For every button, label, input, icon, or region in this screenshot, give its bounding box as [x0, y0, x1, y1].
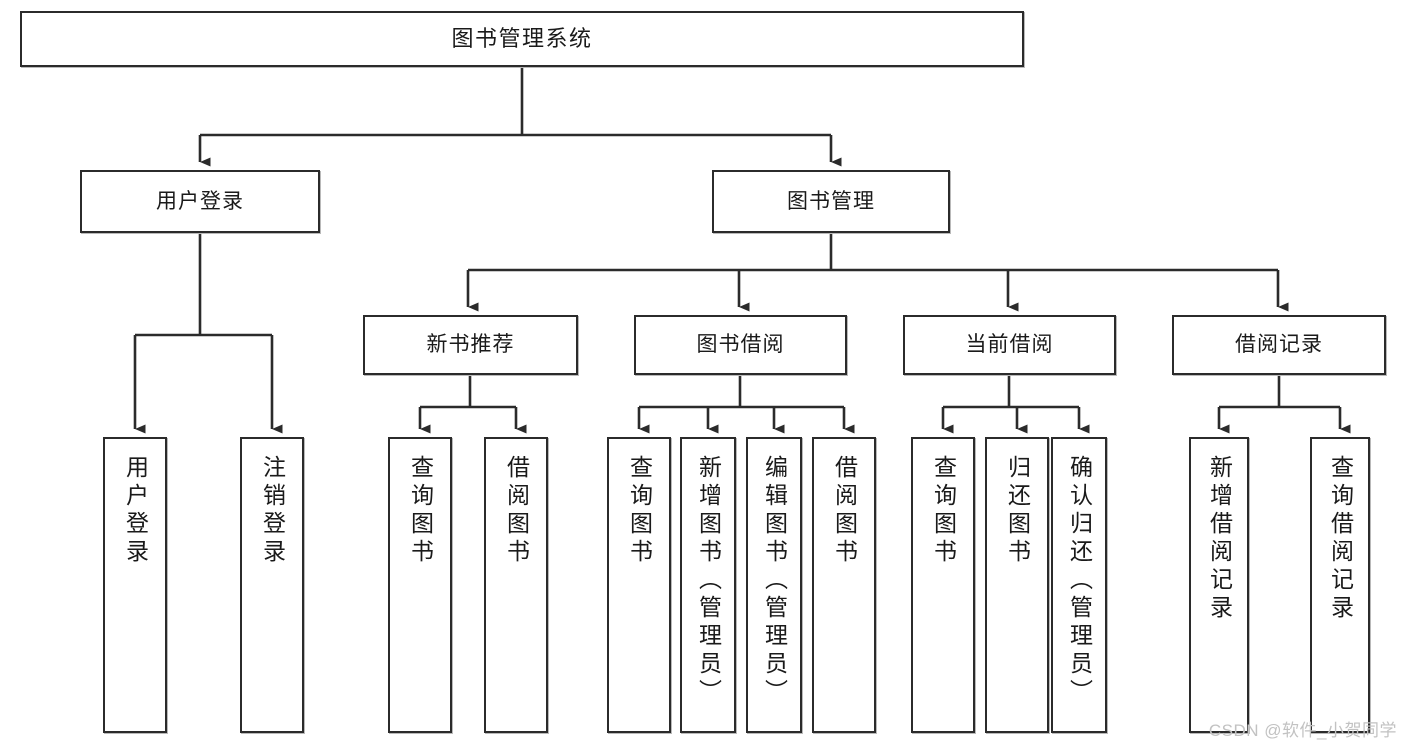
node-book-borrow[interactable]: 图书借阅	[634, 315, 847, 375]
node-current-borrow[interactable]: 当前借阅	[903, 315, 1116, 375]
leaf-node[interactable]: 新增图书（管理员）	[680, 437, 736, 733]
leaf-node[interactable]: 查询图书	[911, 437, 975, 733]
node-root[interactable]: 图书管理系统	[20, 11, 1024, 67]
leaf-node-label: 确认归还（管理员）	[1066, 455, 1093, 707]
leaf-node-label: 查询借阅记录	[1327, 455, 1354, 623]
node-new-book-recommend-label: 新书推荐	[426, 333, 515, 357]
leaf-node-label: 借阅图书	[831, 455, 858, 567]
node-borrow-record-label: 借阅记录	[1235, 333, 1323, 357]
node-user-login[interactable]: 用户登录	[80, 170, 320, 233]
leaf-node-label: 查询图书	[626, 455, 653, 567]
leaf-node-label: 新增图书（管理员）	[695, 455, 722, 707]
leaf-node[interactable]: 新增借阅记录	[1189, 437, 1249, 733]
node-user-login-label: 用户登录	[156, 189, 244, 213]
leaf-node[interactable]: 借阅图书	[484, 437, 548, 733]
leaf-node[interactable]: 查询图书	[607, 437, 671, 733]
leaf-node[interactable]: 查询借阅记录	[1310, 437, 1370, 733]
leaf-node[interactable]: 确认归还（管理员）	[1051, 437, 1107, 733]
leaf-node[interactable]: 用户登录	[103, 437, 167, 733]
leaf-node-label: 注销登录	[259, 455, 286, 567]
leaf-node[interactable]: 编辑图书（管理员）	[746, 437, 802, 733]
node-new-book-recommend[interactable]: 新书推荐	[363, 315, 578, 375]
leaf-node-label: 归还图书	[1004, 455, 1031, 567]
leaf-node[interactable]: 借阅图书	[812, 437, 876, 733]
leaf-node-label: 查询图书	[930, 455, 957, 567]
leaf-node-label: 新增借阅记录	[1206, 455, 1233, 623]
node-book-management-label: 图书管理	[787, 189, 875, 213]
leaf-node-label: 借阅图书	[503, 455, 530, 567]
node-root-label: 图书管理系统	[451, 25, 593, 51]
node-book-management[interactable]: 图书管理	[712, 170, 950, 233]
leaf-node[interactable]: 注销登录	[240, 437, 304, 733]
leaf-node-label: 用户登录	[122, 455, 149, 567]
leaf-node[interactable]: 查询图书	[388, 437, 452, 733]
leaf-node[interactable]: 归还图书	[985, 437, 1049, 733]
node-current-borrow-label: 当前借阅	[965, 333, 1054, 357]
csdn-watermark: CSDN @软件_小贺同学	[1208, 721, 1397, 740]
leaf-node-label: 编辑图书（管理员）	[761, 455, 788, 707]
node-book-borrow-label: 图书借阅	[696, 333, 785, 357]
leaf-node-label: 查询图书	[407, 455, 434, 567]
node-borrow-record[interactable]: 借阅记录	[1172, 315, 1386, 375]
